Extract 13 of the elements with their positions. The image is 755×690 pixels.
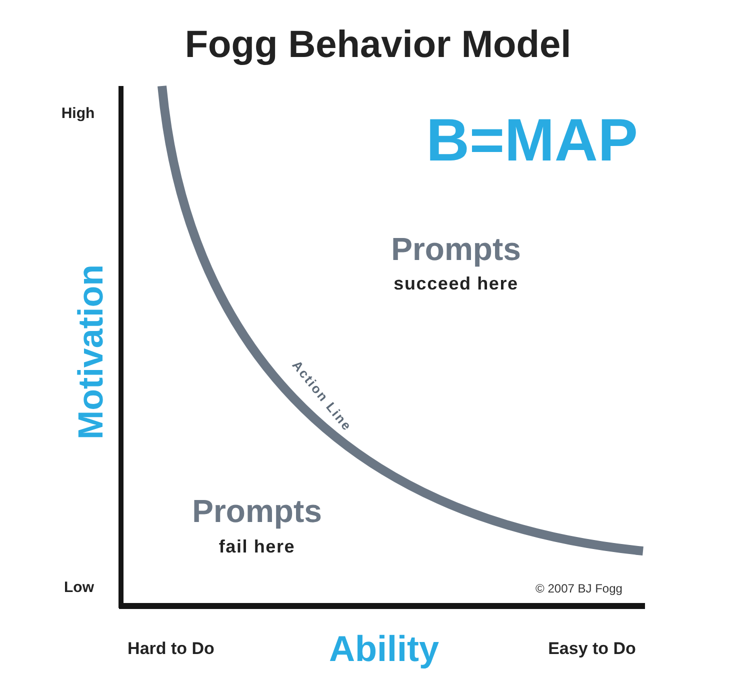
axis-title: Motivation (74, 264, 110, 440)
region-heading: Prompts (192, 495, 322, 529)
copyright-note: © 2007 BJ Fogg (536, 582, 622, 596)
formula-text: B=MAP (426, 108, 638, 172)
chart-title: Fogg Behavior Model (184, 26, 572, 66)
region-heading: Prompts (391, 233, 521, 267)
axis-end-label: Easy to Do (548, 640, 636, 658)
axis-end-label: Hard to Do (128, 640, 214, 658)
axis-end-label: High (61, 106, 95, 122)
region-label: fail here (218, 538, 296, 556)
axis-end-label: Low (64, 580, 94, 596)
axis-title: Ability (329, 630, 439, 668)
region-label: succeed here (394, 274, 518, 294)
